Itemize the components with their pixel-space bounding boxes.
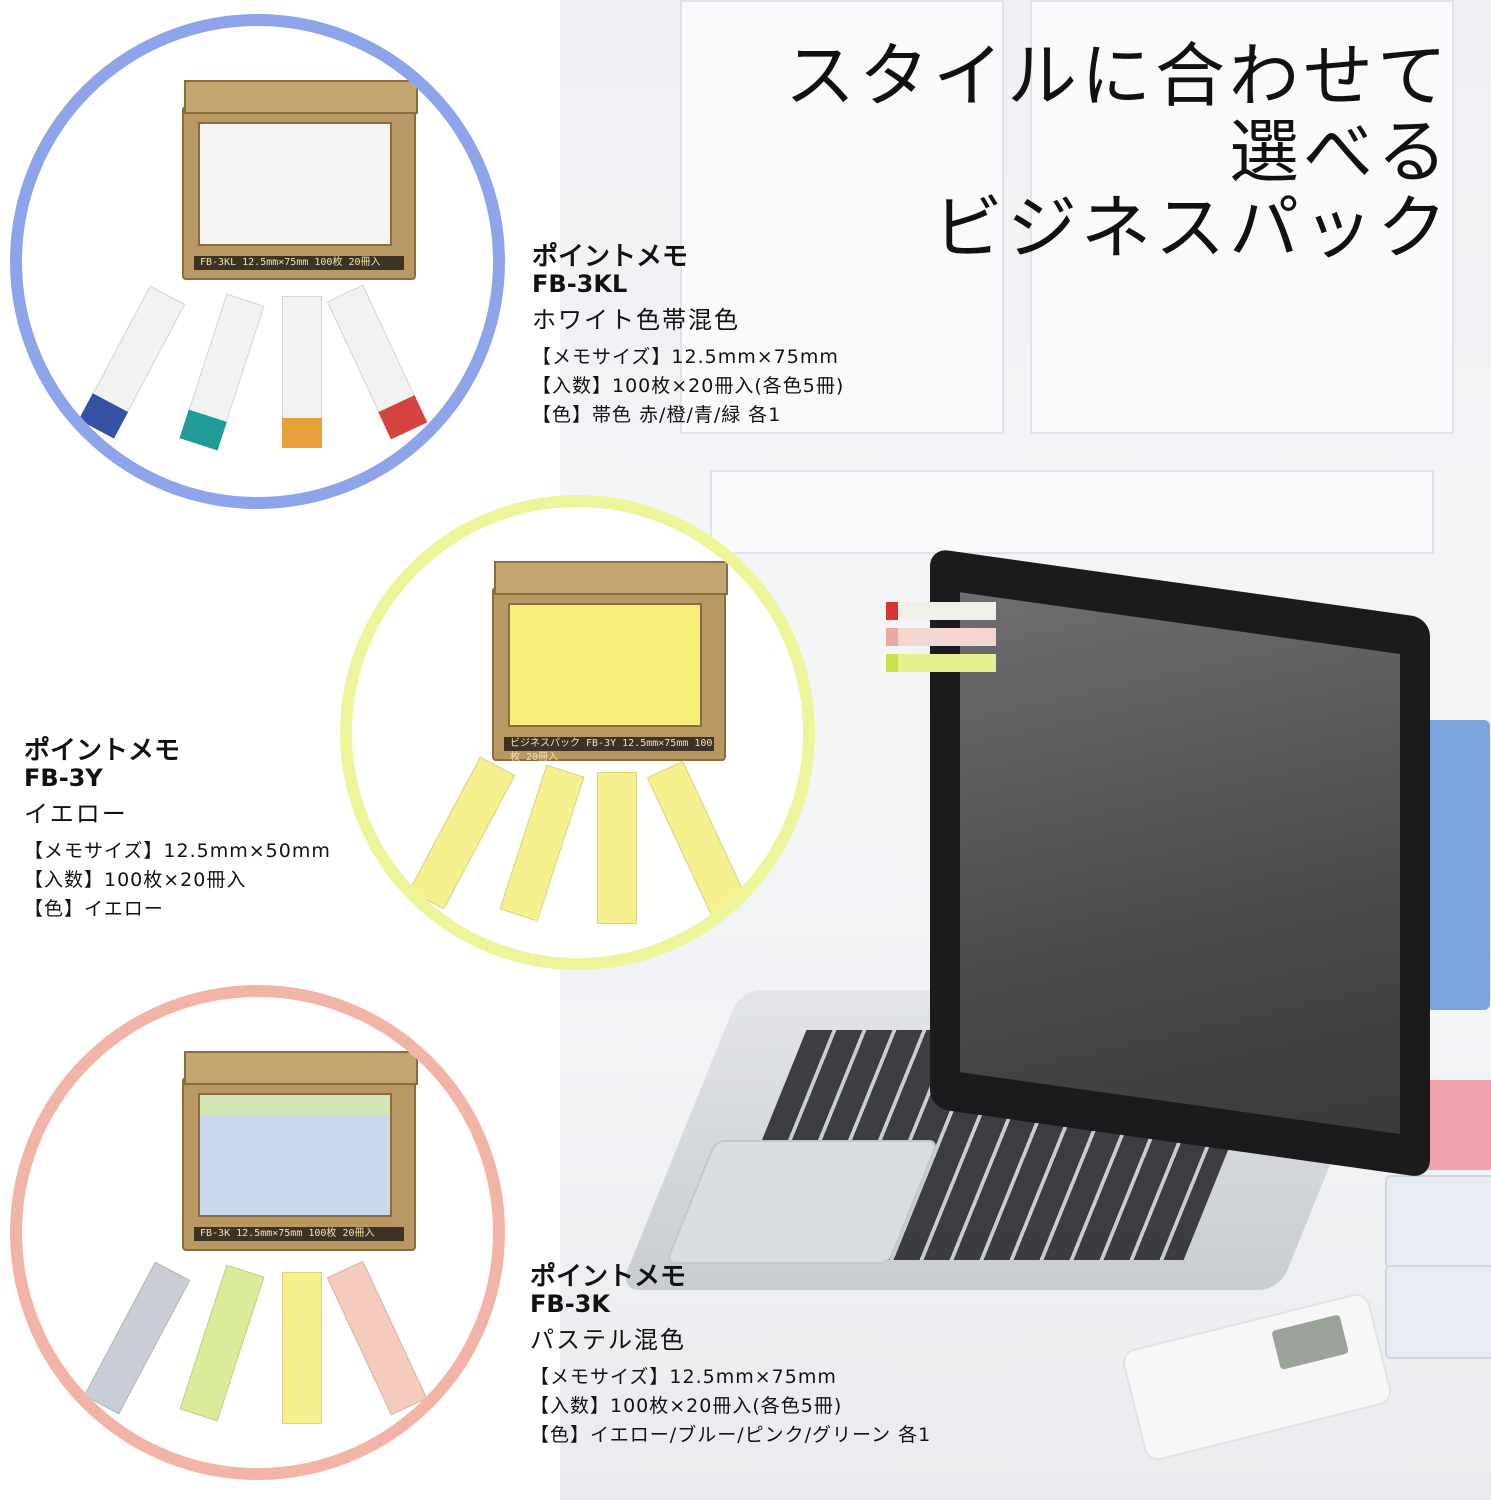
product-color-name: ホワイト色帯混色: [532, 306, 740, 334]
product-spec-color: 【色】帯色 赤/橙/青/緑 各1: [532, 404, 782, 426]
memo-stick: [83, 1261, 191, 1415]
product-box-label: FB-3K 12.5mm×75mm 100枚 20冊入: [194, 1227, 404, 1241]
headline: スタイルに合わせて 選べる ビジネスパック: [785, 38, 1451, 266]
sticky-flag: [886, 654, 996, 672]
product-color-name: パステル混色: [530, 1326, 686, 1354]
sticky-flags-on-laptop: [886, 602, 996, 680]
calculator-display: [1271, 1314, 1349, 1370]
product-spec-size: 【メモサイズ】12.5mm×50mm: [24, 840, 331, 862]
product-model: FB-3K: [530, 1290, 610, 1318]
memo-stick: [646, 760, 748, 916]
memo-stick: [179, 1264, 265, 1422]
product-box-contents: [198, 122, 392, 246]
headline-line-3: ビジネスパック: [933, 187, 1451, 269]
memo-stick: [78, 285, 186, 439]
binder-stack: [1385, 1265, 1491, 1359]
memo-stick-band: [179, 409, 227, 451]
product-box: FB-3K 12.5mm×75mm 100枚 20冊入: [182, 1051, 418, 1251]
window-pane: [1030, 0, 1454, 434]
product-spec-count: 【入数】100枚×20冊入(各色5冊): [532, 375, 845, 397]
product-box-contents: [508, 603, 702, 727]
product-image-circle: ビジネスパック FB-3Y 12.5mm×75mm 100枚 20冊入: [340, 495, 815, 970]
window-pane: [680, 0, 1004, 434]
product-image-circle: FB-3KL 12.5mm×75mm 100枚 20冊入: [10, 14, 505, 509]
product-info: ポイントメモ FB-3K パステル混色 【メモサイズ】12.5mm×75mm 【…: [530, 1263, 931, 1450]
product-box-lid: [184, 80, 418, 114]
product-box-lid: [494, 561, 728, 595]
headline-line-1: スタイルに合わせて: [785, 35, 1451, 117]
binder-stack: [1385, 1175, 1491, 1269]
memo-stick: [408, 756, 516, 910]
memo-stick: [179, 293, 265, 451]
product-box: ビジネスパック FB-3Y 12.5mm×75mm 100枚 20冊入: [492, 561, 728, 763]
sticky-flag: [886, 628, 996, 646]
memo-stick-band: [78, 393, 129, 439]
product-spec-color: 【色】イエロー/ブルー/ピンク/グリーン 各1: [530, 1424, 932, 1446]
memo-stick: [597, 772, 637, 924]
laptop-display: [960, 592, 1400, 1135]
product-spec-count: 【入数】100枚×20冊入: [24, 869, 247, 891]
window-pane: [710, 470, 1434, 554]
memo-stick: [282, 296, 322, 448]
product-spec-size: 【メモサイズ】12.5mm×75mm: [530, 1366, 837, 1388]
memo-stick: [499, 764, 585, 922]
product-box: FB-3KL 12.5mm×75mm 100枚 20冊入: [182, 80, 418, 280]
product-image-circle: FB-3K 12.5mm×75mm 100枚 20冊入: [10, 985, 505, 1480]
laptop-screen: [930, 548, 1430, 1179]
product-spec-size: 【メモサイズ】12.5mm×75mm: [532, 346, 839, 368]
memo-stick: [326, 284, 428, 440]
product-brand: ポイントメモ: [532, 242, 689, 272]
product-color-name: イエロー: [24, 800, 128, 828]
memo-stick: [326, 1260, 428, 1416]
product-spec-color: 【色】イエロー: [24, 898, 164, 920]
product-brand: ポイントメモ: [24, 736, 181, 766]
product-info: ポイントメモ FB-3KL ホワイト色帯混色 【メモサイズ】12.5mm×75m…: [532, 243, 844, 430]
product-brand: ポイントメモ: [530, 1262, 687, 1292]
memo-stick-band: [378, 395, 428, 440]
product-box-label: FB-3KL 12.5mm×75mm 100枚 20冊入: [194, 256, 404, 270]
product-spec-count: 【入数】100枚×20冊入(各色5冊): [530, 1395, 843, 1417]
product-box-contents: [198, 1093, 392, 1217]
product-box-label: ビジネスパック FB-3Y 12.5mm×75mm 100枚 20冊入: [504, 737, 714, 763]
headline-line-2: 選べる: [1229, 111, 1451, 193]
product-model: FB-3KL: [532, 270, 628, 298]
product-box-lid: [184, 1051, 418, 1085]
product-info: ポイントメモ FB-3Y イエロー 【メモサイズ】12.5mm×50mm 【入数…: [24, 737, 331, 924]
memo-stick-band: [282, 418, 322, 448]
sticky-flag: [886, 602, 996, 620]
product-model: FB-3Y: [24, 764, 103, 792]
memo-stick: [282, 1272, 322, 1424]
